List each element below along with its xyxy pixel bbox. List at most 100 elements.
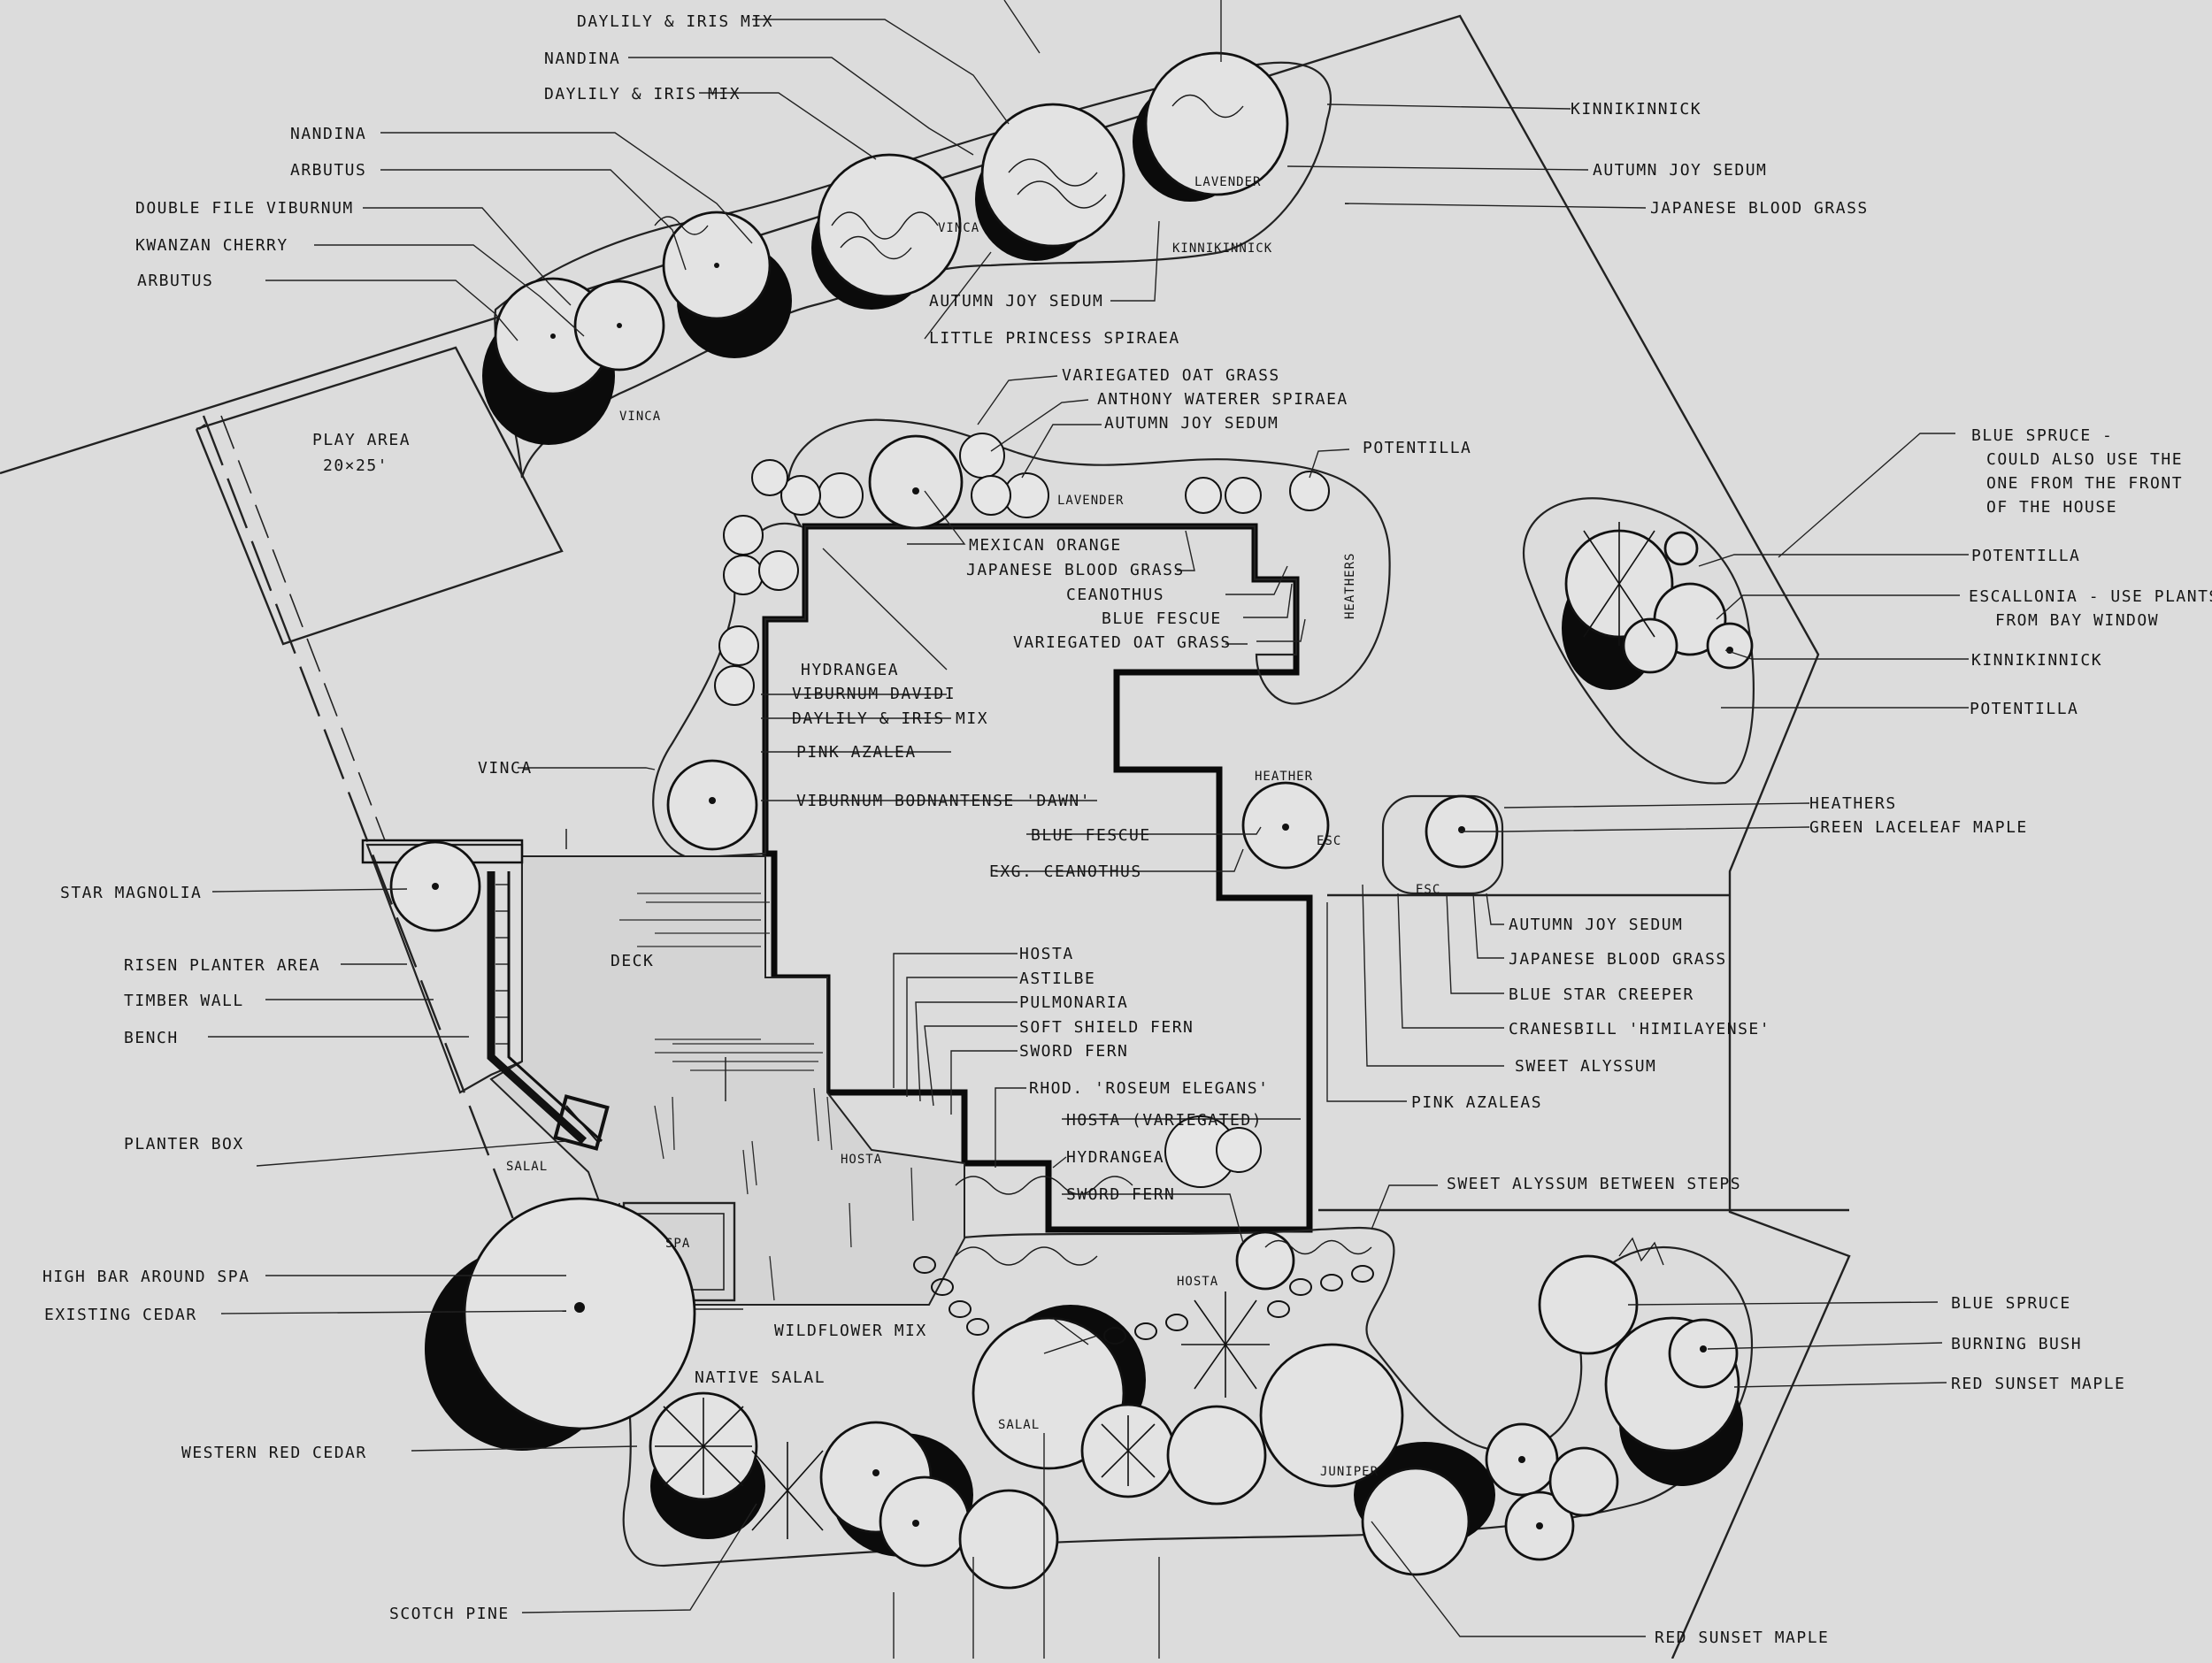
label-western-red-cedar: WESTERN RED CEDAR xyxy=(181,1444,367,1462)
label-astilbe: ASTILBE xyxy=(1019,969,1095,988)
label-red-sunset-1: RED SUNSET MAPLE xyxy=(1951,1375,2125,1393)
daylily-iris-group xyxy=(980,103,1125,248)
label-blue-fescue-1: BLUE FESCUE xyxy=(1102,609,1222,628)
area-labels: PLAY AREA 20×25' DECK SPA xyxy=(312,431,690,1251)
plant-circle xyxy=(1548,1446,1619,1517)
label-cranesbill: CRANESBILL 'HIMILAYENSE' xyxy=(1509,1020,1770,1038)
label-autumn-joy-top: AUTUMN JOY SEDUM xyxy=(1593,161,1767,180)
label-blue-spruce-1b: COULD ALSO USE THE xyxy=(1986,450,2183,469)
label-heathers-2: HEATHERS xyxy=(1809,794,1897,813)
label-lavender-top: LAVENDER xyxy=(1194,175,1261,189)
plant-circle xyxy=(958,1489,1059,1590)
label-star-magnolia: STAR MAGNOLIA xyxy=(60,884,202,902)
spiky-plant xyxy=(751,1442,824,1539)
label-daylily-iris-2: DAYLILY & IRIS MIX xyxy=(544,85,741,103)
label-heather-small: HEATHER xyxy=(1255,770,1313,784)
label-mexican-orange: MEXICAN ORANGE xyxy=(969,536,1122,555)
spiky-plants xyxy=(655,522,1655,1539)
label-kinnikinnick-2: KINNIKINNICK xyxy=(1971,651,2102,670)
label-vinca-top: VINCA xyxy=(938,221,979,235)
label-salal-2: SALAL xyxy=(998,1418,1040,1432)
label-daylily-iris-top: DAYLILY & IRIS MIX xyxy=(577,12,773,31)
label-nandina-top: NANDINA xyxy=(544,50,620,68)
label-hydrangea-2: HYDRANGEA xyxy=(1066,1148,1164,1167)
stepping-stones xyxy=(913,1256,1374,1345)
hosta xyxy=(1235,1230,1295,1291)
label-pink-azalea: PINK AZALEA xyxy=(796,743,917,762)
plant-labels: DAYLILY & IRIS MIX NANDINA DAYLILY & IRI… xyxy=(42,12,2212,1647)
plant-circle xyxy=(1166,1405,1267,1506)
label-arbutus-1: ARBUTUS xyxy=(290,161,366,180)
label-variegated-oat: VARIEGATED OAT GRASS xyxy=(1062,366,1280,385)
label-blue-spruce-1a: BLUE SPRUCE - xyxy=(1971,426,2113,445)
mexican-orange-shrub xyxy=(868,434,964,530)
small-shrubs xyxy=(714,433,1330,1188)
spiky-plant xyxy=(655,1398,752,1495)
label-pulmonaria: PULMONARIA xyxy=(1019,993,1128,1012)
label-burning-bush: BURNING BUSH xyxy=(1951,1335,2082,1353)
label-planter-box: PLANTER BOX xyxy=(124,1135,244,1153)
label-doublefile-viburnum: DOUBLE FILE VIBURNUM xyxy=(135,199,354,218)
label-little-princess: LITTLE PRINCESS SPIRAEA xyxy=(929,329,1180,348)
label-vinca-bed: VINCA xyxy=(619,410,661,424)
label-japanese-blood-2: JAPANESE BLOOD GRASS xyxy=(966,561,1185,579)
burning-bush xyxy=(1668,1318,1739,1389)
label-soft-shield-fern: SOFT SHIELD FERN xyxy=(1019,1018,1194,1037)
existing-cedar xyxy=(463,1197,696,1430)
planter-box xyxy=(553,1094,610,1151)
label-sweet-alyssum: SWEET ALYSSUM xyxy=(1515,1057,1656,1076)
label-sweet-alyssum-steps: SWEET ALYSSUM BETWEEN STEPS xyxy=(1447,1175,1741,1193)
leader-lines xyxy=(208,0,1969,1659)
label-viburnum-davidi: VIBURNUM DAVIDI xyxy=(792,685,956,703)
shrub-textures xyxy=(654,94,1664,1354)
potentilla xyxy=(1706,622,1754,670)
scotch-pine xyxy=(879,1475,971,1567)
label-esc-2: ESC xyxy=(1416,883,1440,897)
label-autumn-joy-bed: AUTUMN JOY SEDUM xyxy=(929,292,1103,310)
property-lines xyxy=(0,14,1851,1659)
label-anthony-waterer: ANTHONY WATERER SPIRAEA xyxy=(1097,390,1348,409)
label-potentilla-1: POTENTILLA xyxy=(1363,439,1471,457)
label-ceanothus: CEANOTHUS xyxy=(1066,586,1164,604)
label-daylily-iris-3: DAYLILY & IRIS MIX xyxy=(792,709,988,728)
label-nandina: NANDINA xyxy=(290,125,366,143)
label-autumn-joy-3: AUTUMN JOY SEDUM xyxy=(1509,916,1683,934)
label-lavender-2: LAVENDER xyxy=(1057,494,1124,508)
spiky-plant xyxy=(1583,522,1655,646)
label-kinnikinnick-bed: KINNIKINNICK xyxy=(1172,241,1272,256)
label-hosta-variegated: HOSTA (VARIEGATED) xyxy=(1066,1111,1263,1130)
label-sword-fern-1: SWORD FERN xyxy=(1019,1042,1128,1061)
label-red-sunset-2: RED SUNSET MAPLE xyxy=(1655,1629,1829,1647)
label-native-salal: NATIVE SALAL xyxy=(695,1368,826,1387)
label-heathers-bed: HEATHERS xyxy=(1343,553,1357,619)
label-juniper: JUNIPER xyxy=(1320,1465,1379,1479)
daylily-iris-group xyxy=(817,153,962,298)
label-scotch-pine: SCOTCH PINE xyxy=(389,1605,510,1623)
label-hosta-3: HOSTA xyxy=(1177,1275,1218,1289)
label-rhod-roseum: RHOD. 'ROSEUM ELEGANS' xyxy=(1029,1079,1269,1098)
potentilla xyxy=(1663,531,1699,566)
label-timber-wall: TIMBER WALL xyxy=(124,992,244,1010)
label-green-laceleaf: GREEN LACELEAF MAPLE xyxy=(1809,818,2028,837)
label-risen-planter: RISEN PLANTER AREA xyxy=(124,956,320,975)
spiky-plant xyxy=(1101,1415,1156,1486)
play-area-size: 20×25' xyxy=(323,456,388,475)
label-blue-star-creeper: BLUE STAR CREEPER xyxy=(1509,985,1694,1004)
dashed-boundary xyxy=(202,415,577,1381)
label-blue-spruce-2: BLUE SPRUCE xyxy=(1951,1294,2071,1313)
juniper-group xyxy=(1259,1343,1404,1488)
label-esc-1: ESC xyxy=(1317,834,1341,848)
label-escallonia-a: ESCALLONIA - USE PLANTS xyxy=(1969,587,2212,606)
play-area-outline xyxy=(195,346,564,646)
spiky-plant xyxy=(1181,1291,1270,1398)
label-kwanzan-cherry: KWANZAN CHERRY xyxy=(135,236,288,255)
label-blue-fescue-2: BLUE FESCUE xyxy=(1031,826,1151,845)
label-exg-ceanothus: EXG. CEANOTHUS xyxy=(989,862,1142,881)
label-variegated-oat-2: VARIEGATED OAT GRASS xyxy=(1013,633,1232,652)
blue-spruce xyxy=(1538,1254,1639,1355)
spa-label: SPA xyxy=(665,1237,690,1251)
label-bench: BENCH xyxy=(124,1029,179,1047)
label-blue-spruce-1c: ONE FROM THE FRONT xyxy=(1986,474,2183,493)
